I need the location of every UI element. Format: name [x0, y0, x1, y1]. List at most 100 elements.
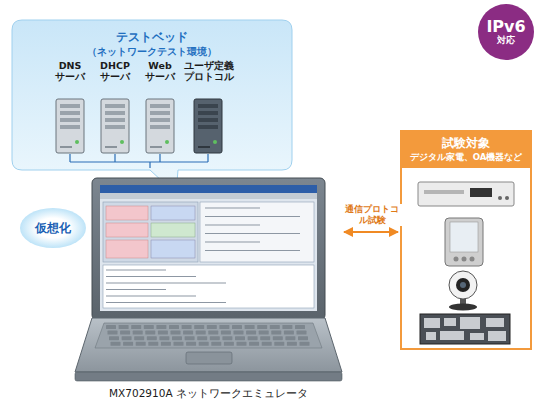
laptop-node: MX702910A ネットワークエミュレータ [75, 178, 342, 401]
key [298, 336, 308, 340]
server-node: Web サーバ [136, 60, 184, 154]
screen-row [205, 225, 260, 226]
key [136, 342, 146, 346]
panel-title: テストベッド [12, 30, 292, 46]
chip [488, 331, 506, 341]
chip [486, 318, 504, 327]
server-node: DHCP サーバ [91, 60, 139, 154]
key [285, 336, 295, 340]
key [133, 331, 143, 335]
key [274, 342, 284, 346]
chip [470, 333, 484, 340]
edge-label: 通信プロトコル試験 [342, 204, 402, 226]
key [232, 325, 242, 329]
key [295, 325, 305, 329]
screen-row [106, 276, 196, 277]
key [219, 325, 229, 329]
testbed-bubble [12, 20, 292, 194]
screen-row [205, 216, 300, 217]
key [111, 342, 121, 346]
key [259, 331, 269, 335]
server-icon [55, 98, 85, 154]
key [158, 331, 168, 335]
screen-row [106, 296, 196, 297]
key [134, 336, 144, 340]
key [196, 331, 206, 335]
key [257, 325, 267, 329]
key [224, 342, 234, 346]
screen-row [205, 250, 300, 251]
screen-row [205, 233, 300, 234]
ipv6-badge: IPv6対応 [478, 4, 534, 60]
server-icon [193, 98, 223, 154]
key [144, 325, 154, 329]
key [156, 325, 166, 329]
server-icon [145, 98, 175, 154]
circuit-board [420, 314, 510, 344]
screen-row [106, 270, 166, 271]
chip [444, 318, 456, 326]
key [119, 325, 129, 329]
key [221, 331, 231, 335]
key [106, 325, 116, 329]
key [248, 336, 258, 340]
key [169, 325, 179, 329]
key [273, 336, 283, 340]
server-node: DNS サーバ [46, 60, 94, 154]
key [208, 331, 218, 335]
key [122, 336, 132, 340]
key [234, 331, 244, 335]
key [210, 336, 220, 340]
server-label: ユーザ定義 プロトコル [184, 60, 232, 83]
chip [440, 331, 464, 340]
badge-title: IPv6 [486, 18, 525, 36]
key [300, 342, 310, 346]
laptop-illustration [75, 178, 342, 381]
key [271, 331, 281, 335]
key [222, 336, 232, 340]
server-node: ユーザ定義 プロトコル [184, 60, 232, 154]
screen-row [205, 242, 260, 243]
key [171, 331, 181, 335]
key [109, 336, 119, 340]
virtualization-bubble: 仮想化 [20, 208, 86, 248]
screen-row [205, 208, 260, 209]
key [120, 331, 130, 335]
bubble-label: 仮想化 [35, 220, 71, 237]
key [260, 336, 270, 340]
server-icon [100, 98, 130, 154]
protocol-arrow [344, 231, 398, 233]
key [199, 342, 209, 346]
chip [424, 318, 440, 328]
key [237, 342, 247, 346]
screen-row [106, 289, 166, 290]
key [131, 325, 141, 329]
screen-row [106, 302, 226, 303]
key [282, 325, 292, 329]
key [249, 342, 259, 346]
target-panel-fill [400, 130, 532, 350]
key [183, 331, 193, 335]
key [207, 325, 217, 329]
key [182, 325, 192, 329]
key [246, 331, 256, 335]
key [174, 342, 184, 346]
server-label: DNS サーバ [46, 60, 94, 83]
key [123, 342, 133, 346]
panel-title: 試験対象 [404, 136, 528, 152]
chip [460, 317, 480, 329]
panel-subtitle: （ネットワークテスト環境） [12, 46, 292, 59]
key [145, 331, 155, 335]
badge-subtitle: 対応 [497, 36, 515, 46]
key [284, 331, 294, 335]
key [186, 342, 196, 346]
server-bracket [70, 154, 208, 168]
key [147, 336, 157, 340]
key [161, 342, 171, 346]
pda [445, 218, 483, 266]
server-label: Web サーバ [136, 60, 184, 83]
device-caption: MX702910A ネットワークエミュレータ [75, 387, 342, 400]
key [235, 336, 245, 340]
